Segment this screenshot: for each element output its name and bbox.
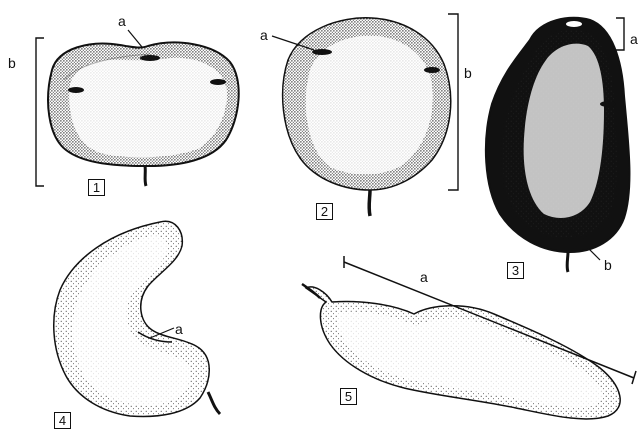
shape-3-label-a: a [630, 32, 638, 46]
shape-4-label-a: a [175, 322, 183, 336]
shape-2-number: 2 [316, 203, 333, 220]
shape-5-label-a: a [420, 270, 428, 284]
tuber-shape-1 [36, 30, 239, 186]
shape-2-label-b: b [464, 66, 472, 80]
shape-5-number: 5 [340, 388, 357, 405]
shape-1-number: 1 [88, 179, 105, 196]
shape-1-label-b: b [8, 56, 16, 70]
shape-4-number: 4 [54, 412, 71, 429]
shape-2-label-a: a [260, 28, 268, 42]
tuber-shape-4 [54, 221, 220, 416]
shape-1-label-a: a [118, 14, 126, 28]
shape-3-number: 3 [507, 262, 524, 279]
shape-3-label-b: b [604, 258, 612, 272]
tuber-shape-3 [486, 18, 630, 272]
tuber-shape-2 [272, 14, 458, 216]
